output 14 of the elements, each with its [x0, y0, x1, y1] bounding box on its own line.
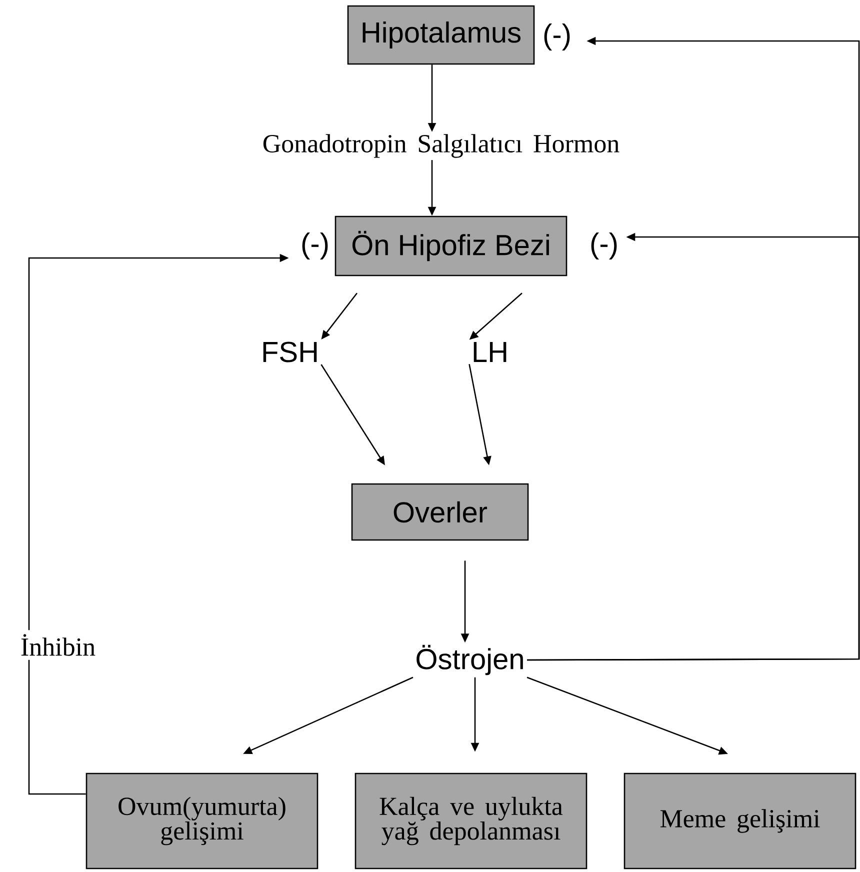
effect-box: Ovum(yumurta) gelişimi	[86, 772, 318, 870]
hormone-text: Östrojen	[416, 644, 523, 676]
effect-box: Meme gelişimi	[624, 772, 856, 870]
gland-box: Hipotalamus	[347, 5, 535, 65]
hormone-text: LH	[474, 342, 506, 362]
inhibition-sign: (-)	[302, 232, 328, 260]
gland-box: Ön Hipofiz Bezi	[334, 216, 568, 276]
edge-label: İnhibin	[16, 630, 100, 660]
gland-box: Overler	[351, 483, 529, 541]
inhibition-sign: (-)	[591, 232, 617, 260]
effect-box: Kalça ve uylukta yağ depolanması	[354, 772, 588, 870]
hormone-text: FSH	[263, 342, 317, 362]
hormone-text: Gonadotropin Salgılatıcı Hormon	[263, 134, 620, 158]
inhibition-sign: (-)	[544, 24, 570, 51]
